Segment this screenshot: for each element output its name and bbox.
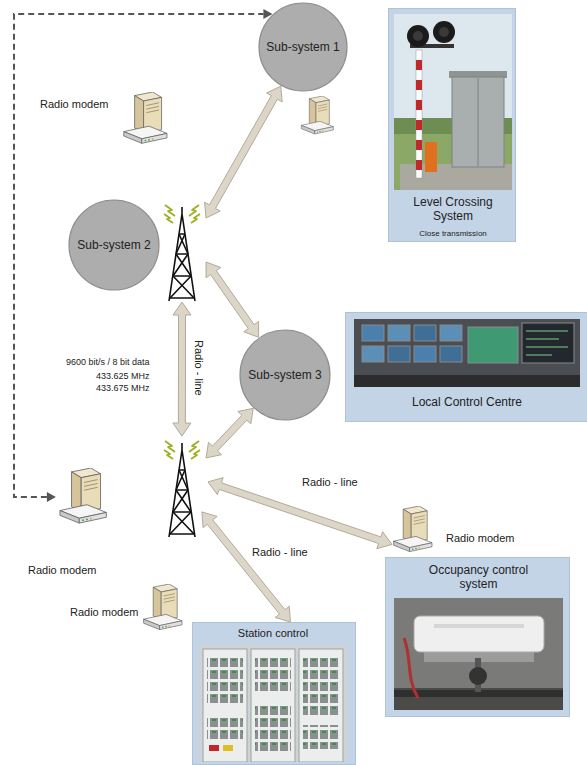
- text-holder: Radio modem: [446, 532, 538, 545]
- node-label: Occupancy control system: [416, 563, 541, 591]
- radio-modem-icon: [58, 468, 116, 526]
- dashed-line: [14, 14, 263, 497]
- node-label: Radio modem: [446, 532, 538, 545]
- photo-panel: Local Control Centre: [345, 312, 587, 422]
- radio-modem-icon: [122, 92, 176, 146]
- radio-link-arrow: [173, 302, 191, 436]
- node-label: Sub-system 2: [77, 238, 150, 252]
- subsystem-circle: Sub-system 1: [258, 2, 348, 92]
- link-label: Radio - line: [250, 546, 310, 559]
- subsystem-circle: Sub-system 3: [239, 329, 331, 421]
- control-room-photo: [354, 319, 580, 387]
- radio-modem-icon: [301, 96, 333, 134]
- link-spec-note: 433.675 MHz: [96, 383, 150, 393]
- dashed-link: [14, 9, 272, 502]
- node-label: Radio modem: [70, 606, 143, 619]
- level-crossing-photo: [394, 14, 512, 190]
- text-holder: Occupancy control system: [416, 563, 541, 591]
- node-label: Station control: [193, 627, 353, 640]
- text-holder: Local Control Centre: [346, 395, 587, 409]
- node-label: Radio modem: [40, 98, 120, 111]
- text-holder: Radio modem: [28, 564, 118, 577]
- node-label: Sub-system 1: [266, 40, 339, 54]
- photo-panel: Occupancy control system: [385, 557, 570, 717]
- radio-modem: Radio modem: [22, 432, 218, 582]
- node-label: Radio modem: [28, 564, 118, 577]
- station-cabinet-photo: [199, 645, 347, 762]
- radio-link: [206, 262, 259, 337]
- text-holder: Level Crossing SystemClose transmission: [393, 195, 513, 239]
- radio-modem-icon: [392, 506, 440, 554]
- link-spec-note: 433.625 MHz: [96, 371, 150, 381]
- node-label: Local Control Centre: [346, 395, 587, 409]
- node-sublabel: Close transmission: [393, 229, 513, 238]
- subsystem-circle: Sub-system 2: [68, 198, 218, 302]
- node-label: Sub-system 3: [248, 368, 321, 382]
- radio-modem: Radio modem: [70, 584, 192, 632]
- link-spec-note: 9600 bit/s / 8 bit data: [66, 357, 150, 367]
- photo-panel: Level Crossing SystemClose transmission: [388, 8, 516, 242]
- radio-link-arrow: [205, 86, 283, 218]
- text-holder: Sub-system 1: [258, 2, 348, 92]
- radio-modem-icon: [142, 584, 190, 632]
- text-holder: Sub-system 3: [239, 329, 331, 421]
- radio-link-arrow: [202, 512, 291, 622]
- radio-link: [206, 408, 253, 458]
- radio-link: [173, 302, 191, 436]
- occupancy-sensor-photo: [394, 598, 563, 710]
- node-label: Level Crossing System: [393, 195, 513, 223]
- link-label: Radio - line: [192, 338, 205, 398]
- text-holder: Radio modem: [70, 606, 143, 619]
- radio-link: [205, 86, 283, 218]
- radio-tower: [162, 202, 202, 302]
- radio-link: [202, 512, 291, 622]
- photo-panel: Station control: [192, 622, 356, 765]
- radio-modem: Radio modem: [38, 92, 178, 148]
- arrow-head: [47, 492, 56, 502]
- radio-link-arrow: [206, 262, 259, 337]
- text-holder: Radio modem: [40, 98, 120, 111]
- text-holder: Sub-system 2: [68, 199, 160, 291]
- radio-link-arrow: [206, 408, 253, 458]
- radio-modem: Radio modem: [392, 506, 542, 554]
- radio-tower: [162, 438, 202, 538]
- text-holder: Station control: [193, 627, 353, 640]
- link-label: Radio - line: [300, 476, 360, 489]
